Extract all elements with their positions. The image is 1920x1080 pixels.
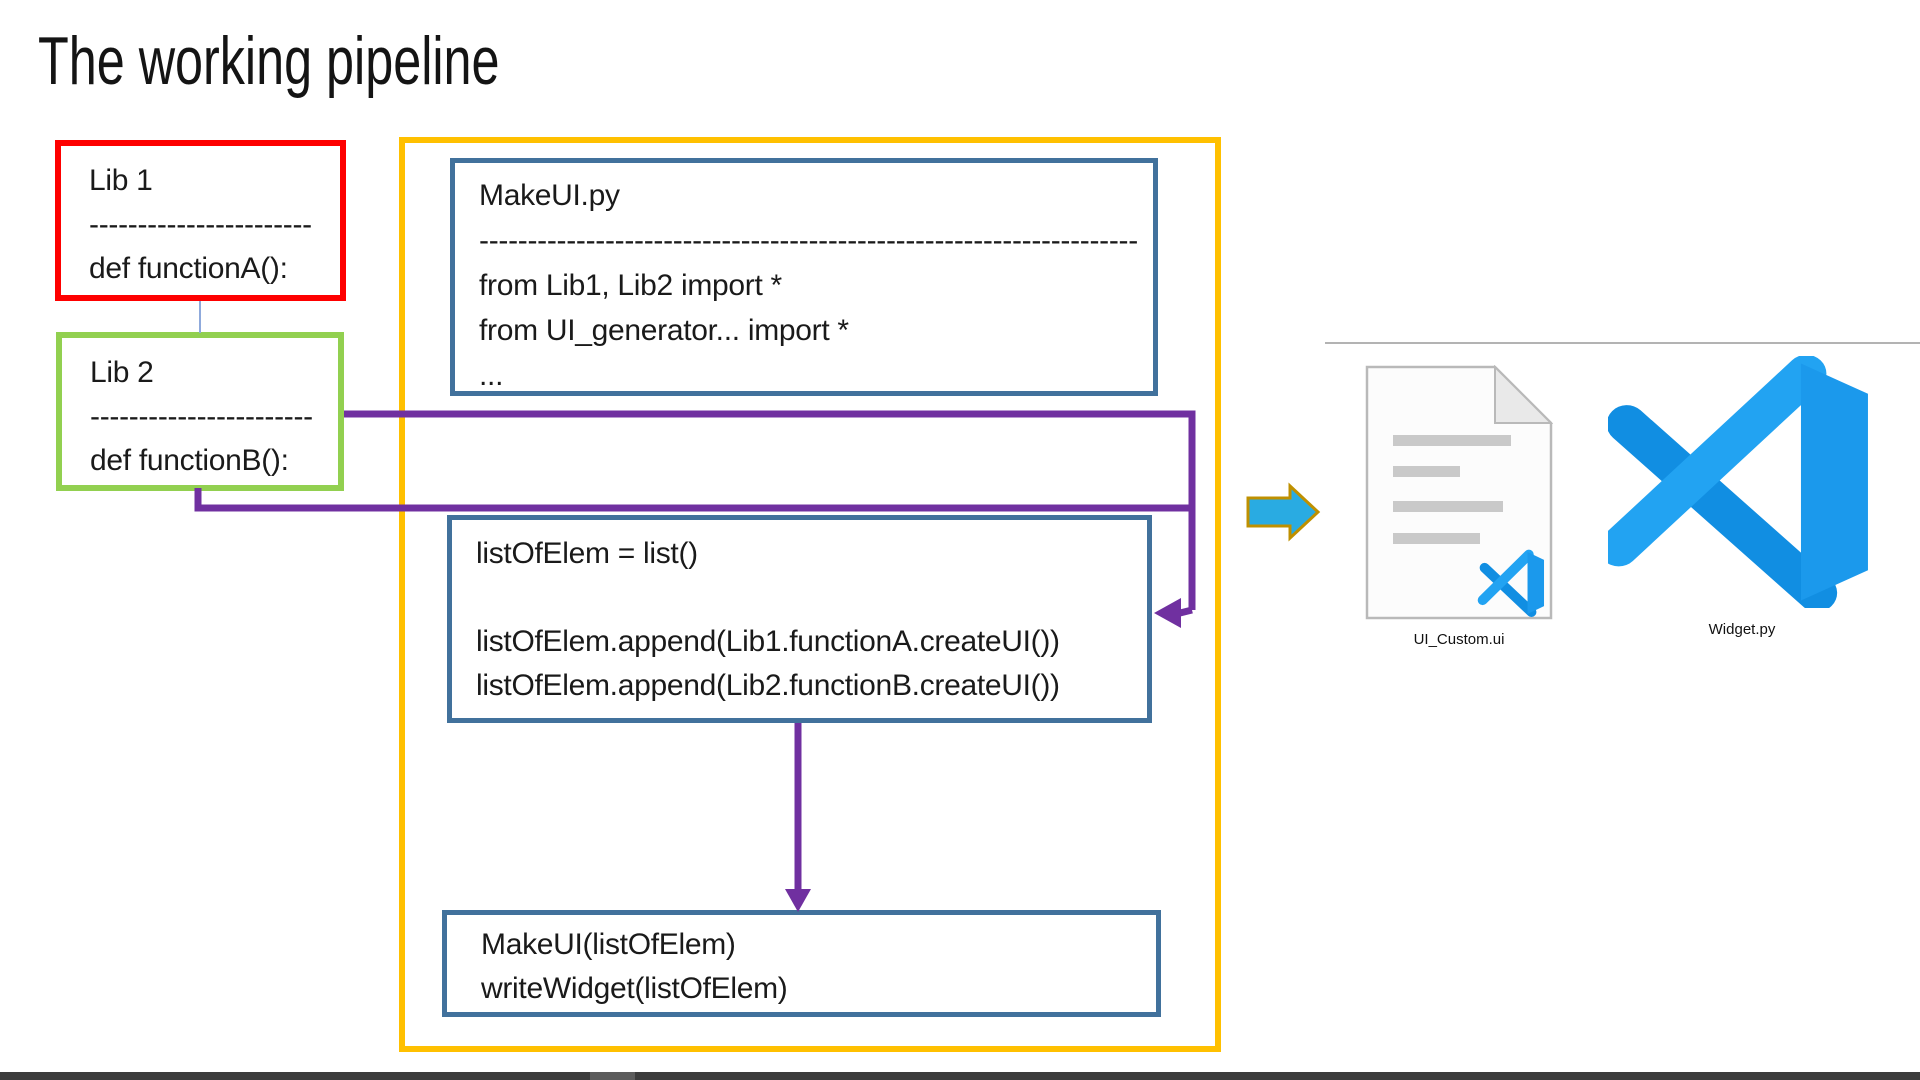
- document-text-bar: [1393, 501, 1503, 512]
- ui-custom-file[interactable]: UI_Custom.ui: [1365, 364, 1554, 649]
- lib2-code: def functionB():: [90, 444, 289, 477]
- vscode-badge-icon: [1477, 549, 1545, 617]
- output-line2: writeWidget(listOfElem): [481, 972, 788, 1005]
- page-title: The working pipeline: [38, 23, 500, 99]
- list-assembly-box: listOfElem = list() listOfElem.append(Li…: [447, 515, 1152, 723]
- makeui-title: MakeUI.py: [479, 179, 620, 212]
- assemble-line1: listOfElem = list(): [476, 537, 698, 570]
- makeui-import-line1: from Lib1, Lib2 import *: [479, 269, 782, 302]
- lib1-title: Lib 1: [89, 164, 153, 197]
- output-calls-box: MakeUI(listOfElem) writeWidget(listOfEle…: [442, 910, 1161, 1017]
- assemble-blank-line: [476, 576, 1147, 620]
- lib2-divider: -----------------------: [90, 400, 313, 433]
- lib1-divider: -----------------------: [89, 208, 312, 241]
- makeui-import-line2: from UI_generator... import *: [479, 314, 849, 347]
- document-text-bar: [1393, 466, 1460, 477]
- document-page: [1365, 365, 1553, 620]
- assemble-line3: listOfElem.append(Lib2.functionB.createU…: [476, 669, 1060, 702]
- bottom-bar-segment: [590, 1072, 635, 1080]
- lib1-code: def functionA():: [89, 252, 288, 285]
- big-right-arrow-icon: [1246, 482, 1321, 542]
- makeui-divider: ----------------------------------------…: [479, 224, 1138, 257]
- makeui-ellipsis-line: ...: [479, 359, 504, 392]
- makeui-script-box: MakeUI.py ------------------------------…: [450, 158, 1158, 396]
- lib2-title: Lib 2: [90, 356, 154, 389]
- lib2-box: Lib 2 ----------------------- def functi…: [56, 332, 344, 491]
- document-file-icon: [1365, 364, 1554, 620]
- widget-py-file[interactable]: Widget.py: [1598, 354, 1876, 639]
- ui-file-name[interactable]: UI_Custom.ui: [1413, 631, 1505, 648]
- output-line1: MakeUI(listOfElem): [481, 928, 736, 961]
- vscode-logo-icon: [1598, 354, 1868, 612]
- assemble-line2: listOfElem.append(Lib1.functionA.createU…: [476, 625, 1060, 658]
- py-file-name[interactable]: Widget.py: [1708, 621, 1776, 638]
- bottom-bar: [0, 1072, 1920, 1080]
- lib1-box: Lib 1 ----------------------- def functi…: [55, 140, 346, 301]
- document-text-bar: [1393, 435, 1511, 446]
- document-text-bar: [1393, 533, 1480, 544]
- document-fold-corner: [1494, 364, 1554, 424]
